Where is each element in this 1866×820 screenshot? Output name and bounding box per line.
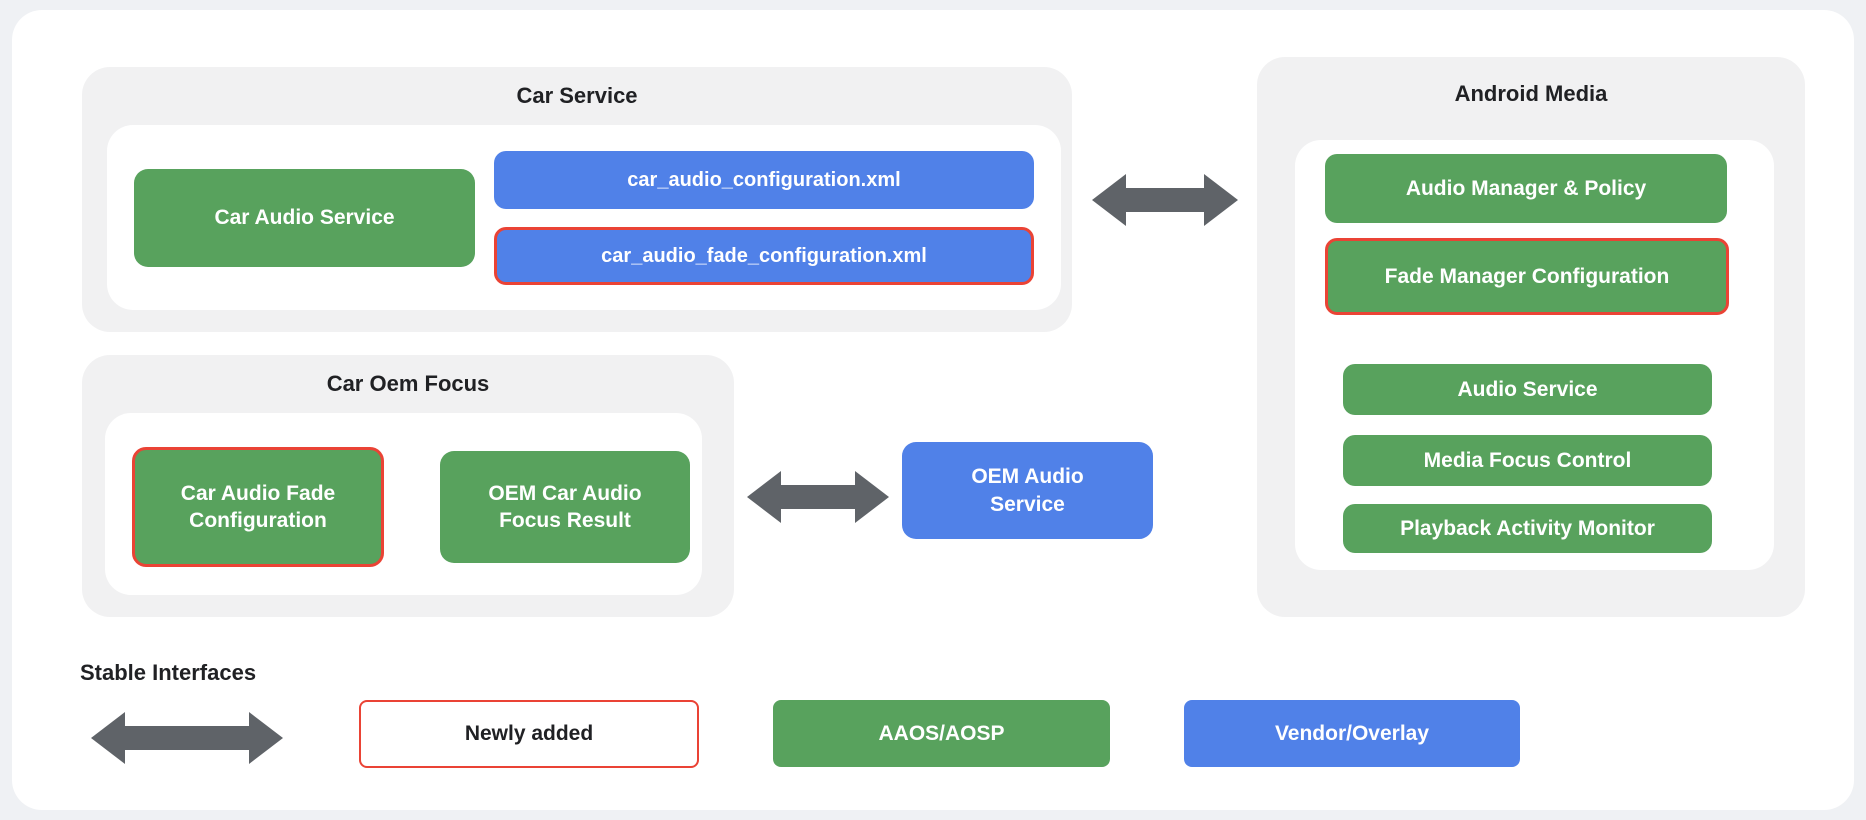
- panel-car-oem-focus: Car Oem Focus Car Audio Fade Configurati…: [82, 355, 734, 617]
- arrow-shaft: [123, 726, 251, 750]
- box-oem-car-audio-focus-result: OEM Car Audio Focus Result: [440, 451, 690, 563]
- box-audio-manager-policy: Audio Manager & Policy: [1325, 154, 1727, 223]
- box-media-focus-control: Media Focus Control: [1343, 435, 1712, 486]
- car-service-inner-group: Car Audio Service car_audio_configuratio…: [107, 125, 1061, 310]
- legend-stable-interfaces-label: Stable Interfaces: [80, 660, 257, 685]
- car-oem-focus-inner-group: Car Audio Fade Configuration OEM Car Aud…: [105, 413, 702, 595]
- panel-car-service: Car Service Car Audio Service car_audio_…: [82, 67, 1072, 332]
- arrow-shaft: [779, 485, 857, 509]
- box-car-audio-fade-configuration-xml: car_audio_fade_configuration.xml: [494, 227, 1034, 285]
- box-playback-activity-monitor: Playback Activity Monitor: [1343, 504, 1712, 553]
- arrow-head-left-icon: [747, 471, 781, 523]
- box-fade-manager-configuration: Fade Manager Configuration: [1325, 238, 1729, 315]
- box-car-audio-fade-configuration: Car Audio Fade Configuration: [132, 447, 384, 567]
- diagram-canvas: Car Service Car Audio Service car_audio_…: [12, 10, 1854, 810]
- box-audio-service: Audio Service: [1343, 364, 1712, 415]
- stable-interfaces-legend-double-arrow-icon: [91, 712, 283, 764]
- arrow-shaft: [1124, 188, 1206, 212]
- arrow-head-left-icon: [91, 712, 125, 764]
- box-car-audio-service: Car Audio Service: [134, 169, 475, 267]
- arrow-head-right-icon: [1204, 174, 1238, 226]
- car-service-android-media-double-arrow-icon: [1092, 174, 1238, 226]
- legend-vendor-overlay-swatch: Vendor/Overlay: [1184, 700, 1520, 767]
- box-car-audio-configuration-xml: car_audio_configuration.xml: [494, 151, 1034, 209]
- box-oem-audio-service: OEM Audio Service: [902, 442, 1153, 539]
- panel-title-android-media: Android Media: [1454, 81, 1608, 106]
- legend-newly-added-swatch: Newly added: [359, 700, 699, 768]
- arrow-head-right-icon: [249, 712, 283, 764]
- panel-title-car-service: Car Service: [516, 83, 638, 108]
- android-media-inner-group: Audio Manager & Policy Fade Manager Conf…: [1295, 140, 1774, 570]
- arrow-head-right-icon: [855, 471, 889, 523]
- legend-aaos-aosp-swatch: AAOS/AOSP: [773, 700, 1110, 767]
- arrow-head-left-icon: [1092, 174, 1126, 226]
- car-oem-focus-oem-audio-service-double-arrow-icon: [747, 471, 889, 523]
- panel-android-media: Android Media Audio Manager & Policy Fad…: [1257, 57, 1805, 617]
- panel-title-car-oem-focus: Car Oem Focus: [326, 371, 490, 396]
